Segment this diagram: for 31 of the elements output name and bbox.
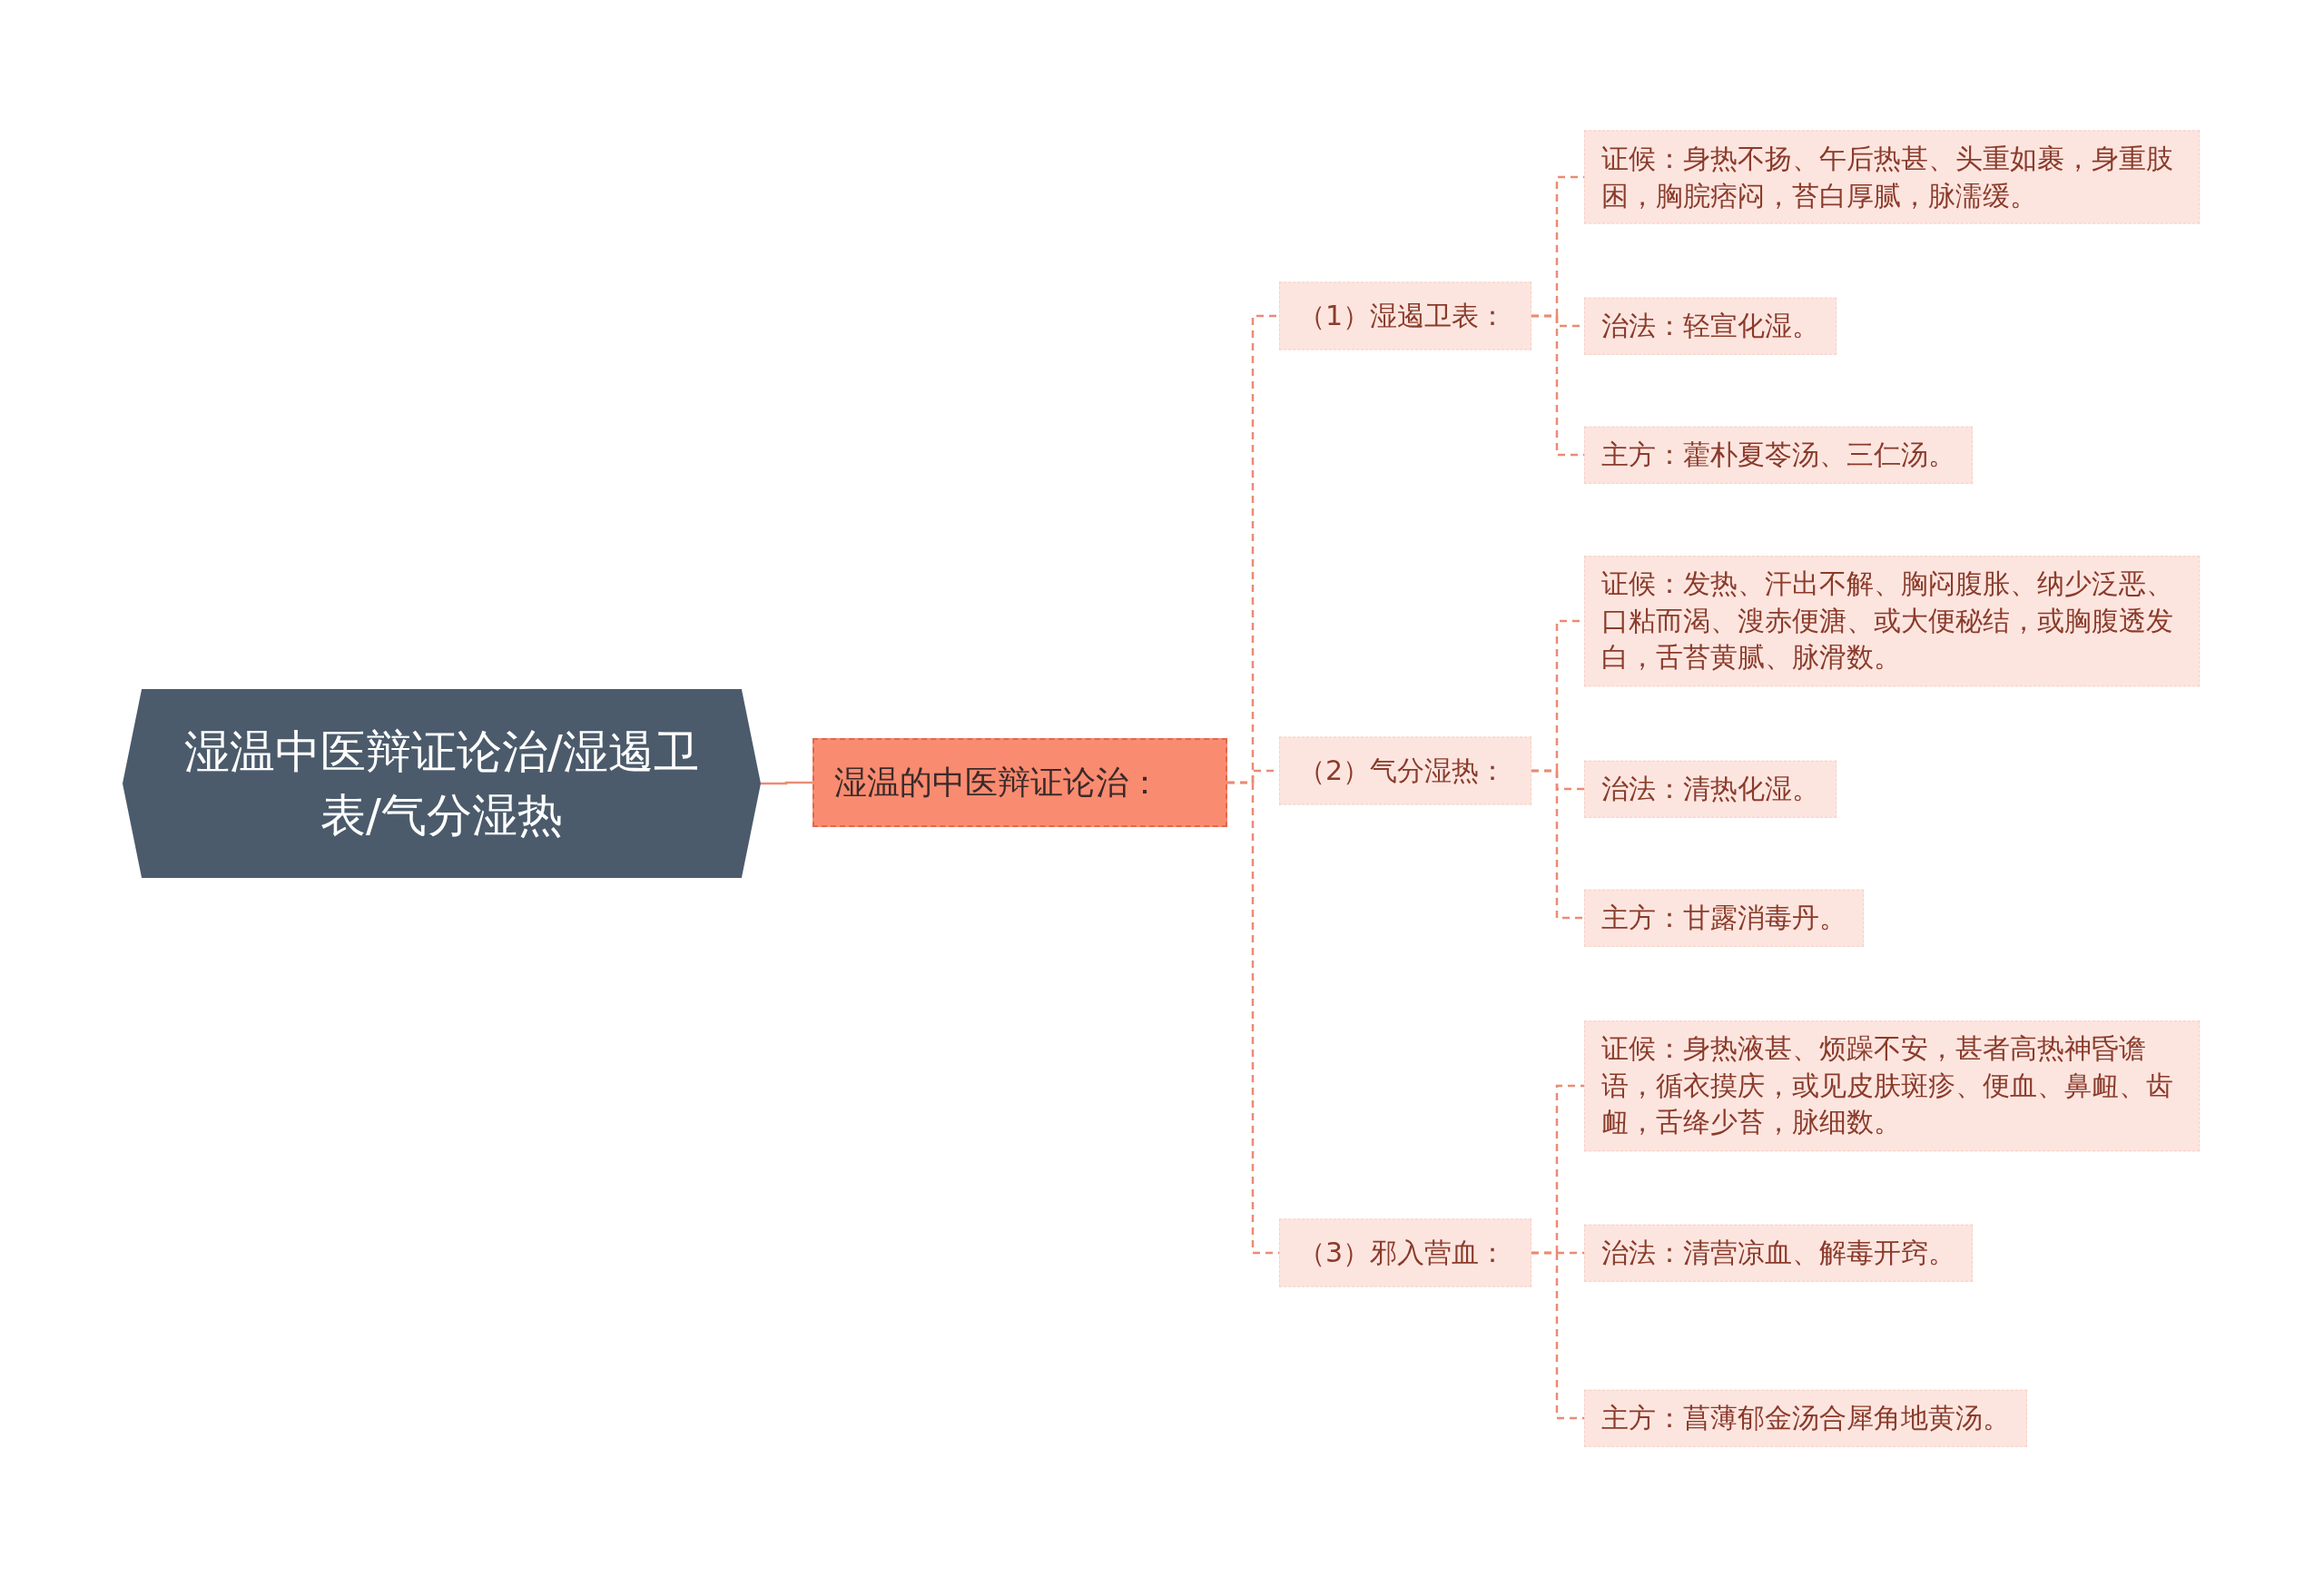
- leaf-box: [1584, 760, 1837, 818]
- node-text: 证候：身热不扬、午后热甚、头重如裹，身重肢困，胸脘痞闷，苔白厚腻，脉濡缓。: [1601, 141, 2174, 212]
- leaf-box: [1584, 889, 1864, 947]
- branch-box: [1279, 1218, 1531, 1287]
- node-text: 证候：发热、汗出不解、胸闷腹胀、纳少泛恶、口粘而渴、溲赤便溏、或大便秘结，或胸腹透发白，舌苔黄腻、脉滑数。: [1601, 567, 2174, 675]
- connector-line: [1531, 769, 1584, 920]
- node-text: 湿温的中医辩证论治：: [834, 762, 1161, 803]
- leaf-box: [1584, 1020, 2200, 1151]
- node-text: 治法：清热化湿。: [1601, 771, 1819, 806]
- leaf-box: [1584, 556, 2200, 686]
- node-text: 湿温中医辩证论治/湿遏卫表/气分湿热: [183, 724, 700, 843]
- leaf-box: [1584, 297, 1837, 355]
- leaf-box: [1584, 1389, 2027, 1447]
- node-text: （3）邪入营血：: [1298, 1235, 1507, 1270]
- node-text: 主方：菖薄郁金汤合犀角地黄汤。: [1601, 1400, 2010, 1435]
- leaf-box: [1584, 1224, 1973, 1282]
- leaf-box: [1584, 426, 1973, 484]
- node-text: 治法：清营凉血、解毒开窍。: [1601, 1235, 1955, 1270]
- node-text: （2）气分湿热：: [1298, 753, 1507, 788]
- connector-line: [761, 781, 812, 785]
- root-topic-hexagon: [123, 689, 761, 878]
- branch-box: [1279, 281, 1531, 350]
- topic-box: [812, 738, 1227, 827]
- node-text: 治法：轻宣化湿。: [1601, 308, 1819, 343]
- leaf-box: [1584, 130, 2200, 224]
- node-text: （1）湿遏卫表：: [1298, 298, 1507, 333]
- branch-box: [1279, 736, 1531, 805]
- node-text: 证候：身热液甚、烦躁不安，甚者高热神昏谵语，循衣摸庆，或见皮肤斑疹、便血、鼻衄、齿衄，舌绛少苔，脉细数。: [1601, 1031, 2174, 1140]
- node-text: 主方：藿朴夏苓汤、三仁汤。: [1601, 437, 1955, 472]
- connector-line: [1531, 1251, 1584, 1420]
- node-text: 主方：甘露消毒丹。: [1601, 900, 1846, 935]
